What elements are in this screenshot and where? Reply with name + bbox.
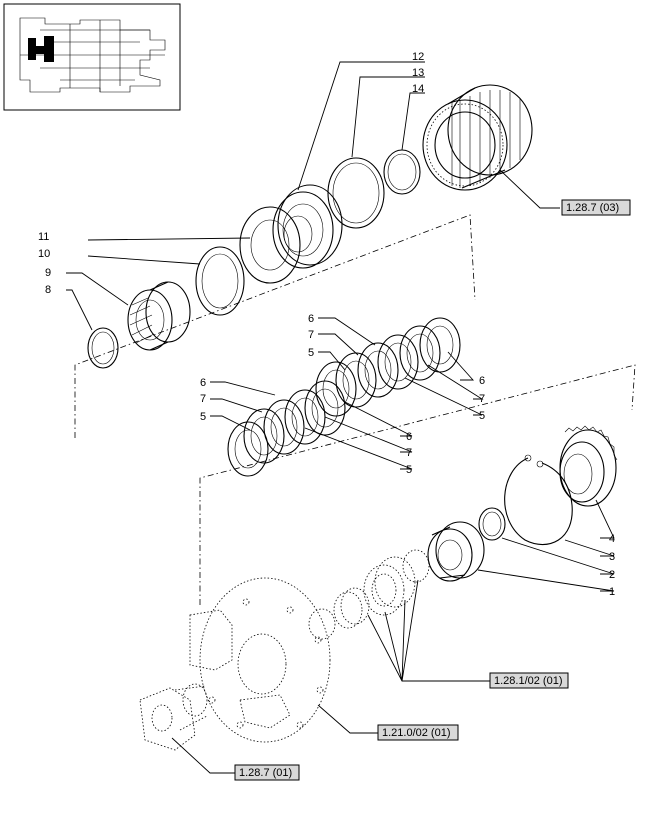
ring-10 [195,246,245,316]
callout-14: 14 [412,83,424,95]
callout-12: 12 [412,51,424,63]
callout-5-upper-right: 5 [479,410,485,422]
ref-box-housing[interactable]: 1.21.0/02 (01) [377,724,459,741]
ref-label-bottom: 1.28.7 (01) [239,767,292,779]
clutch-pack-upper [315,317,461,417]
callout-2: 2 [609,569,615,581]
gear-4 [559,425,618,507]
callout-9: 9 [45,267,51,279]
callout-8: 8 [45,284,51,296]
dotted-gear [363,556,416,616]
callout-7-upper-left: 7 [308,329,314,341]
ref-box-mid[interactable]: 1.28.1/02 (01) [489,672,569,689]
callout-13: 13 [412,67,424,79]
pump-dotted [139,683,208,751]
snap-ring-3 [504,457,573,545]
clutch-pack-lower [227,380,346,477]
ref-label-housing: 1.21.0/02 (01) [382,727,451,739]
dotted-bearing [333,587,370,629]
assembly-frame-upper [74,214,476,438]
ref-label-mid: 1.28.1/02 (01) [494,675,563,687]
callout-10: 10 [38,248,50,260]
hub-1 [427,521,485,582]
callout-6-lower-right: 6 [406,431,412,443]
callout-6-upper-right: 6 [479,375,485,387]
housing-dotted [189,577,331,743]
callout-5-upper-left: 5 [308,347,314,359]
dotted-ring-b [308,608,336,640]
callout-7-lower-left: 7 [200,393,206,405]
callout-3: 3 [609,551,615,563]
callout-7-upper-right: 7 [479,393,485,405]
leader-lines [66,61,615,774]
assembly-frame-lower [199,364,636,605]
ref-box-bottom[interactable]: 1.28.7 (01) [234,764,300,781]
ring-2 [478,507,506,541]
callout-5-lower-right: 5 [406,464,412,476]
needle-bearing-9 [127,281,191,351]
snap-ring-14 [383,149,421,195]
piston-12 [272,184,343,269]
callout-7-lower-right: 7 [406,447,412,459]
plate-11 [239,206,301,284]
callout-1: 1 [609,586,615,598]
ref-box-top[interactable]: 1.28.7 (03) [561,199,631,216]
ref-label-top: 1.28.7 (03) [566,202,619,214]
locator-thumbnail [3,3,181,111]
callout-4: 4 [609,533,615,545]
seal-ring-13 [327,157,385,229]
callout-11: 11 [38,231,49,243]
clutch-drum-part [422,84,533,191]
callout-6-lower-left: 6 [200,377,206,389]
dotted-ring-a [402,549,430,583]
snap-ring-8 [87,327,119,369]
callout-6-upper-left: 6 [308,313,314,325]
callout-5-lower-left: 5 [200,411,206,423]
